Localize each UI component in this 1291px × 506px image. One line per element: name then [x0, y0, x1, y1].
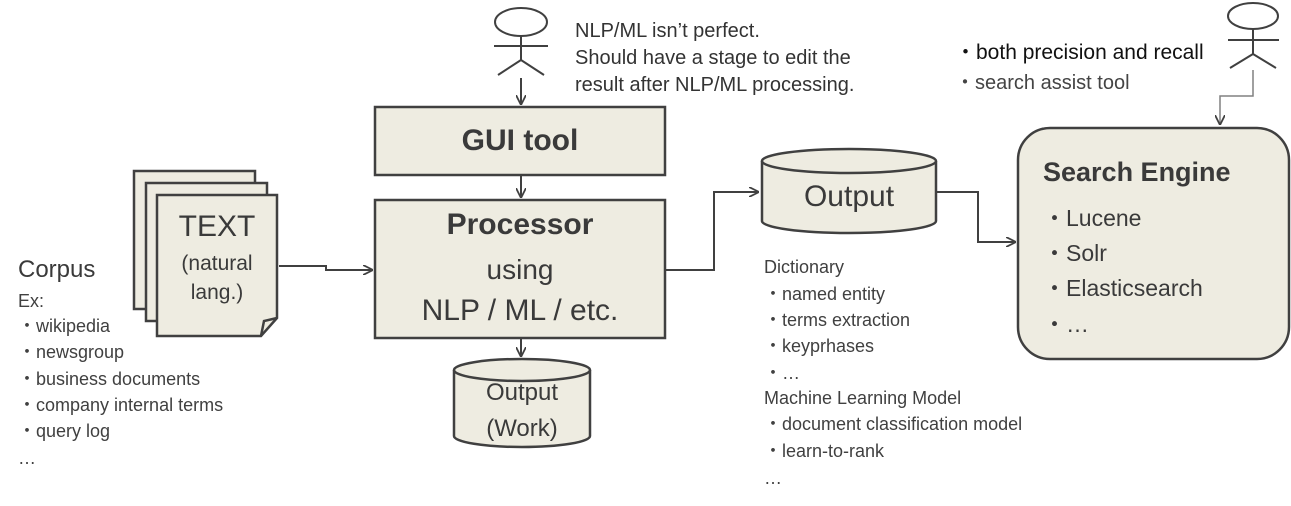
search-engine-item: ・Elasticsearch — [1043, 275, 1203, 301]
user-figure-icon-right — [1227, 2, 1279, 69]
note-line-1: NLP/ML isn’t perfect. — [575, 20, 760, 42]
ml-model-item: ・learn-to-rank — [764, 441, 885, 461]
corpus-item: ・business documents — [18, 369, 201, 389]
user-figure-icon — [494, 7, 548, 76]
corpus-item: ・wikipedia — [18, 316, 111, 336]
corpus-item: ・query log — [18, 421, 111, 441]
arrow-output-to-search — [937, 191, 1015, 242]
arrow-user-to-search — [1220, 70, 1254, 124]
arrow-text-to-processor — [279, 265, 372, 270]
ml-model-item: … — [764, 468, 782, 488]
ml-model-title: Machine Learning Model — [764, 388, 962, 408]
note-line-2: Should have a stage to edit the — [575, 47, 851, 69]
corpus-item: … — [18, 448, 36, 468]
processor-line-3: NLP / ML / etc. — [421, 294, 619, 327]
corpus-ex-label: Ex: — [18, 291, 45, 311]
search-note-line-2: ・search assist tool — [955, 72, 1130, 94]
dictionary-item: ・terms extraction — [764, 310, 911, 330]
corpus-item: ・company internal terms — [18, 395, 224, 415]
gui-tool-box — [373, 105, 667, 177]
dictionary-item: ・named entity — [764, 284, 886, 304]
processor-box — [373, 198, 667, 340]
dictionary-title: Dictionary — [764, 257, 845, 277]
output-label: Output — [803, 180, 895, 213]
corpus-item: ・newsgroup — [18, 342, 125, 362]
note-line-3: result after NLP/ML processing. — [575, 74, 855, 96]
text-doc-title: TEXT — [178, 210, 256, 243]
output-work-line-2: (Work) — [486, 415, 558, 442]
search-engine-title: Search Engine — [1043, 157, 1231, 187]
gui-tool-label: GUI tool — [461, 124, 579, 157]
corpus-title: Corpus — [18, 256, 96, 283]
processor-line-2: using — [486, 254, 554, 285]
text-doc-line-2: (natural — [181, 252, 253, 275]
arrow-processor-to-output — [665, 192, 758, 271]
output-work-database-icon — [452, 357, 592, 449]
text-document-stack-icon — [132, 169, 279, 338]
output-database-icon — [760, 147, 938, 235]
processor-title: Processor — [446, 208, 594, 241]
search-note-line-1: ・both precision and recall — [955, 41, 1204, 64]
ml-model-item: ・document classification model — [764, 414, 1023, 434]
output-work-line-1: Output — [485, 379, 559, 406]
search-engine-box — [1016, 126, 1291, 361]
search-engine-item: ・Solr — [1043, 240, 1107, 266]
search-engine-item: ・Lucene — [1043, 205, 1142, 231]
search-engine-item: ・… — [1043, 311, 1089, 337]
dictionary-item: ・keyprhases — [764, 336, 875, 356]
text-doc-line-3: lang.) — [190, 281, 244, 304]
dictionary-item: ・… — [764, 363, 800, 383]
